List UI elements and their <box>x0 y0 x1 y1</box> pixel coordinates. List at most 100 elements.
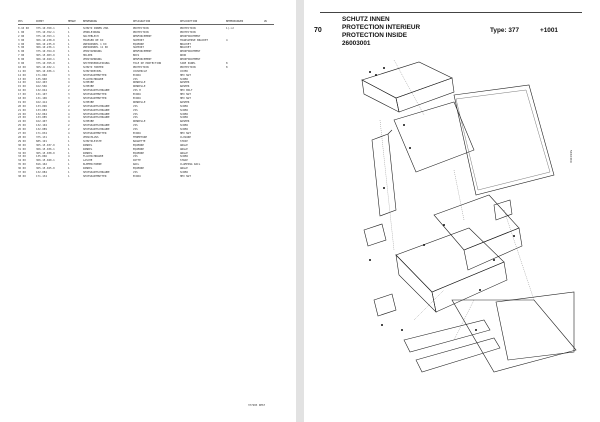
table-cell-ident: 171.134 <box>36 174 47 178</box>
table-cell-fr: PROTECTION <box>133 30 149 34</box>
table-cell-qty: 1 <box>68 174 70 178</box>
table-cell-fr: RONDELLE <box>133 120 146 124</box>
table-cell-qty: 1 <box>68 139 70 143</box>
table-cell-en: SCREW <box>180 124 188 128</box>
table-cell-pos: 13 00 <box>18 77 26 81</box>
table-cell-pos: 0.10 00 <box>18 27 29 30</box>
title-de: SCHUTZ INNEN <box>342 16 390 23</box>
table-cell-fr: PROTECTION <box>133 65 149 69</box>
table-cell-de: LASCHE <box>83 159 93 163</box>
table-cell-qty: 1 <box>68 50 70 54</box>
table-cell-fr: ECROU <box>133 132 141 136</box>
table-cell-pos: 10 00 <box>18 65 26 69</box>
table-cell-fr: PROTECTION <box>133 27 149 30</box>
table-cell-pos: 36 00 <box>18 167 26 171</box>
table-cell-ident: 365.10.032-1 <box>36 65 55 69</box>
table-cell-ident: 366.15.040-1 <box>36 159 55 163</box>
table-cell-fr: BAGUETTE <box>133 139 146 143</box>
table-cell-pos: 31 00 <box>18 147 26 151</box>
table-cell-de: ZWEIWINKEL 11 KO <box>83 46 108 50</box>
table-cell-qty: 1 <box>68 27 70 30</box>
header-desc-en: DESCRIPTION <box>180 20 198 23</box>
table-cell-en: CLOSURE <box>180 135 191 139</box>
table-cell-qty: 1 <box>68 58 70 62</box>
table-cell-pos: 35 00 <box>18 163 26 167</box>
table-cell-de: SECHSKANTSCHRAUBE <box>83 116 110 120</box>
table-cell-de: HALTEBLECH <box>83 34 99 38</box>
table-cell-fr: VIS <box>133 108 138 112</box>
table-cell-en: SCREW <box>180 104 188 108</box>
table-cell-pos: 33 00 <box>18 155 26 159</box>
table-cell-fr: TOLE DE PROTECTION <box>133 62 162 66</box>
table-cell-pos: 16 00 <box>18 89 26 93</box>
table-cell-qty: 3 <box>68 97 70 101</box>
table-cell-de: VERKLEIDUNG <box>83 30 101 34</box>
table-cell-ident: 366.10.236-1 <box>36 46 55 50</box>
table-cell-qty: 1 <box>68 147 70 151</box>
table-cell-ident: 132.089 <box>36 128 47 132</box>
table-cell-en: BRACKET <box>180 42 191 46</box>
table-cell-ident: 135.066 <box>36 155 47 159</box>
table-cell-en: HEX NUT <box>180 174 191 178</box>
table-cell-pos: 15 00 <box>18 85 26 89</box>
table-cell-en: SCREW <box>180 128 188 132</box>
title-block <box>320 12 582 31</box>
table-cell-qty: 2 <box>68 100 70 104</box>
base-panel-shape <box>495 291 575 361</box>
table-cell-de: HOLZER <box>83 54 93 58</box>
long-bar-shape <box>403 319 491 353</box>
table-cell-pos: 21 00 <box>18 108 26 112</box>
table-cell-qty: 2 <box>68 89 70 93</box>
table-cell-fr: VIS <box>133 155 138 159</box>
table-cell-en: COVER <box>180 69 188 73</box>
table-cell-en: PROTECTION <box>180 30 196 34</box>
table-cell-ident: 365.15.037-0 <box>36 143 55 147</box>
table-cell-fr: EQUERRE <box>133 167 144 171</box>
table-cell-ident: 685.191 <box>36 139 47 143</box>
table-cell-qty: 1 <box>68 167 70 171</box>
table-cell-ident: 365.10.036-1 <box>36 69 55 73</box>
table-cell-de: SECHSKANTSCHRAUBE <box>83 170 110 174</box>
header-pos: POS <box>18 20 23 23</box>
table-cell-qty: 2 <box>68 124 70 128</box>
table-cell-fr: RONDELLE <box>133 100 146 104</box>
table-cell-qty: 4 <box>68 81 70 85</box>
table-cell-en: TRANSVERSE BRACKET <box>180 38 209 42</box>
table-cell-fr: VIS <box>133 77 138 81</box>
table-cell-en: STRIP <box>180 139 188 143</box>
table-cell-rem: 1)->2 <box>226 27 234 30</box>
table-cell-en: SCREW <box>180 116 188 120</box>
table-cell-fr: RENFORCEMENT <box>133 34 152 38</box>
lower-assembly-shape <box>395 227 505 293</box>
table-cell-fr: RAIL <box>133 163 140 167</box>
table-cell-de: SECHSKANTMUTTER <box>83 93 107 97</box>
table-cell-ident: 131.107 <box>36 93 47 97</box>
table-cell-ident: 375.131 <box>36 135 47 139</box>
table-cell-en: ANGLE <box>180 167 188 171</box>
table-cell-ident: 132.064 <box>36 112 47 116</box>
table-cell-qty: 1 <box>68 54 70 58</box>
table-cell-en: HEX NUT <box>180 132 191 136</box>
title-en: PROTECTION INSIDE <box>342 32 407 39</box>
table-cell-fr: ECROU <box>133 174 141 178</box>
table-cell-de: SECHSKANTSCHRAUBE <box>83 89 110 93</box>
table-cell-qty: 1 <box>68 46 70 50</box>
table-cell-qty: 1 <box>68 151 70 155</box>
table-cell-rem: 8 <box>226 62 228 66</box>
